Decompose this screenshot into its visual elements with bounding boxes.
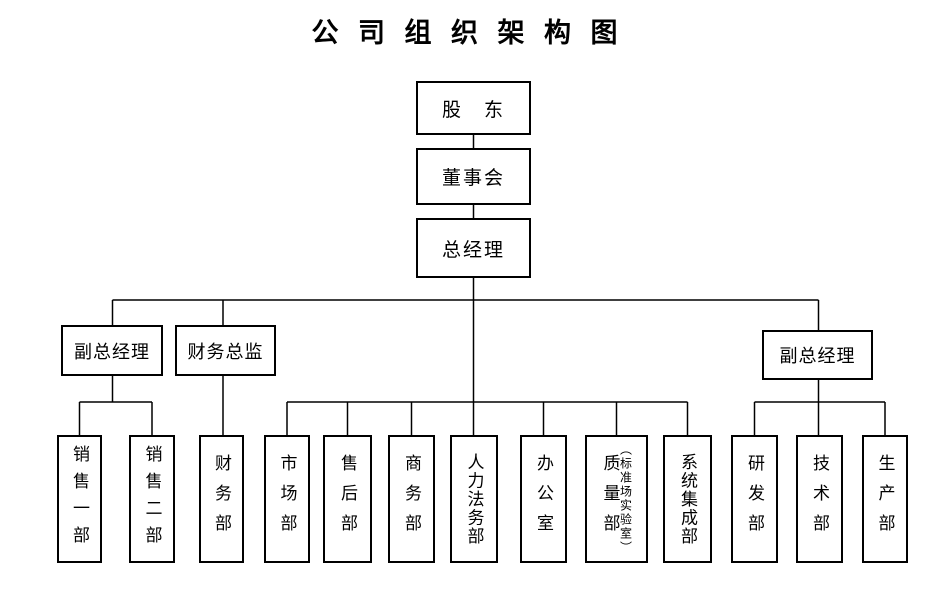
node-business-dept-label: 商务部 — [402, 454, 421, 544]
node-deputy-gm-left: 副总经理 — [61, 325, 163, 376]
node-system-integration-dept: 系统集成部 — [663, 435, 712, 563]
node-shareholders-label: 股 东 — [441, 99, 505, 121]
page-title: 公 司 组 织 架 构 图 — [311, 18, 624, 48]
node-sales-dept-1-label: 销售一部 — [70, 445, 89, 553]
node-production-dept-label: 生产部 — [875, 454, 895, 544]
node-general-manager-label: 总经理 — [441, 239, 505, 261]
node-quality-dept-annotation: （标准场实验室） — [618, 443, 633, 555]
node-quality-dept-label: 质量部 — [600, 454, 620, 544]
node-deputy-gm-right-label: 副总经理 — [779, 346, 856, 366]
node-office-label: 办公室 — [534, 454, 553, 544]
node-quality-dept-content: 质量部 （标准场实验室） — [600, 443, 633, 555]
node-quality-dept: 质量部 （标准场实验室） — [585, 435, 648, 563]
node-deputy-gm-left-label: 副总经理 — [74, 341, 150, 362]
node-production-dept: 生产部 — [862, 435, 908, 563]
node-finance-director-label: 财务总监 — [187, 341, 264, 362]
node-hr-legal-dept-label: 人力法务部 — [464, 452, 484, 546]
node-rd-dept-label: 研发部 — [745, 454, 764, 544]
node-board: 董事会 — [416, 148, 531, 205]
node-rd-dept: 研发部 — [731, 435, 778, 563]
node-technology-dept: 技术部 — [796, 435, 843, 563]
node-marketing-dept-label: 市场部 — [277, 454, 297, 544]
node-finance-director: 财务总监 — [175, 325, 276, 376]
node-system-integration-dept-label: 系统集成部 — [678, 452, 697, 546]
node-finance-dept: 财务部 — [199, 435, 244, 563]
node-business-dept: 商务部 — [388, 435, 435, 563]
node-after-sales-dept: 售后部 — [323, 435, 372, 563]
node-sales-dept-2-label: 销售二部 — [142, 445, 162, 553]
node-sales-dept-1: 销售一部 — [57, 435, 102, 563]
node-technology-dept-label: 技术部 — [810, 454, 829, 544]
node-hr-legal-dept: 人力法务部 — [450, 435, 498, 563]
node-finance-dept-label: 财务部 — [212, 454, 231, 544]
node-office: 办公室 — [520, 435, 567, 563]
node-deputy-gm-right: 副总经理 — [762, 330, 873, 380]
node-sales-dept-2: 销售二部 — [129, 435, 175, 563]
node-board-label: 董事会 — [441, 168, 505, 189]
node-marketing-dept: 市场部 — [264, 435, 310, 563]
node-general-manager: 总经理 — [416, 218, 531, 278]
node-after-sales-dept-label: 售后部 — [338, 454, 357, 544]
node-shareholders: 股 东 — [416, 81, 531, 135]
